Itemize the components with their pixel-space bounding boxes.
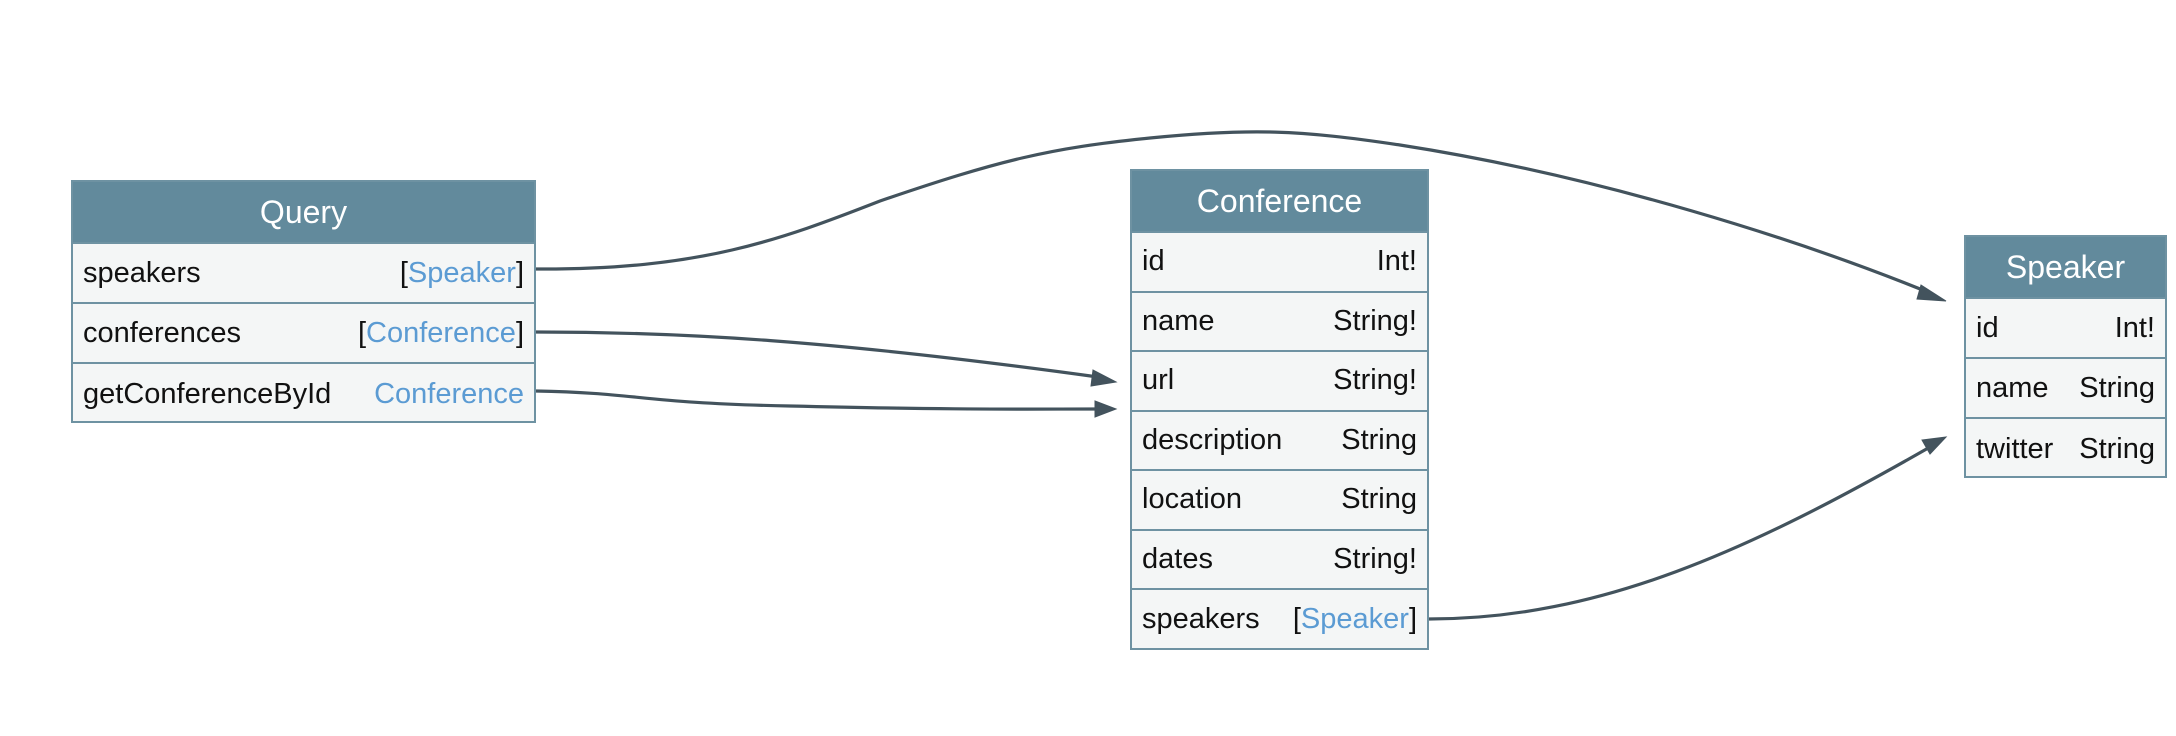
type-link-conference[interactable]: Conference [374, 377, 524, 410]
field-type: String! [1333, 542, 1417, 575]
conference-type-node[interactable]: Conference id Int! name String! url Stri… [1130, 169, 1429, 650]
query-type-title: Query [73, 182, 534, 244]
edge-query-conferences-to-conference [535, 330, 1099, 379]
list-open-bracket: [ [1292, 603, 1301, 636]
field-name: location [1142, 483, 1242, 516]
speaker-type-title: Speaker [1966, 237, 2165, 299]
field-type: String [1341, 483, 1417, 516]
arrowhead-query-getconferencebyid [1094, 400, 1118, 418]
field-name: name [1142, 304, 1215, 337]
field-type: Int! [2114, 311, 2155, 344]
edge-conference-speakers-to-speaker [1428, 445, 1931, 621]
conference-field-speakers[interactable]: speakers [Speaker] [1132, 590, 1427, 650]
speaker-field-id[interactable]: id Int! [1966, 299, 2165, 359]
conference-field-url[interactable]: url String! [1132, 352, 1427, 412]
field-name: conferences [83, 316, 241, 349]
arrowhead-query-speakers [1916, 284, 1947, 302]
field-name: twitter [1976, 432, 2054, 465]
speaker-field-name[interactable]: name String [1966, 359, 2165, 419]
query-field-conferences[interactable]: conferences [Conference] [73, 304, 534, 364]
field-type: String! [1333, 364, 1417, 397]
field-type: [Speaker] [1293, 603, 1427, 636]
edge-query-getconferencebyid-to-conference [535, 389, 1099, 411]
conference-field-description[interactable]: description String [1132, 412, 1427, 471]
list-open-bracket: [ [357, 316, 366, 349]
field-type: String [2079, 371, 2155, 404]
query-type-node[interactable]: Query speakers [Speaker] conferences [Co… [71, 180, 536, 423]
edge-query-speakers-to-speaker [535, 130, 1931, 295]
field-type: Int! [1376, 245, 1417, 278]
query-field-getconferencebyid[interactable]: getConferenceById Conference [73, 364, 534, 424]
field-name: id [1976, 311, 1999, 344]
type-link-speaker[interactable]: Speaker [407, 256, 516, 289]
list-close-bracket: ] [1408, 603, 1417, 636]
field-name: speakers [1142, 603, 1260, 636]
field-name: name [1976, 371, 2049, 404]
list-close-bracket: ] [515, 256, 524, 289]
field-name: id [1142, 245, 1165, 278]
field-name: description [1142, 423, 1283, 456]
conference-type-title: Conference [1132, 171, 1427, 233]
field-type: Conference [374, 378, 534, 411]
field-type: String! [1333, 304, 1417, 337]
field-type: [Conference] [358, 317, 534, 350]
field-type: String [1341, 423, 1417, 456]
arrowhead-query-conferences [1090, 369, 1118, 387]
speaker-field-twitter[interactable]: twitter String [1966, 419, 2165, 479]
field-name: getConferenceById [83, 377, 332, 410]
conference-field-dates[interactable]: dates String! [1132, 531, 1427, 590]
field-name: dates [1142, 542, 1213, 575]
speaker-type-node[interactable]: Speaker id Int! name String twitter Stri… [1964, 235, 2167, 478]
arrowhead-conference-speakers [1921, 436, 1948, 455]
query-field-speakers[interactable]: speakers [Speaker] [73, 244, 534, 304]
field-name: speakers [83, 256, 201, 289]
field-name: url [1142, 364, 1175, 397]
list-open-bracket: [ [399, 256, 408, 289]
field-type: String [2079, 432, 2155, 465]
type-link-conference[interactable]: Conference [366, 316, 516, 349]
field-type: [Speaker] [400, 257, 534, 290]
conference-field-id[interactable]: id Int! [1132, 233, 1427, 293]
conference-field-location[interactable]: location String [1132, 471, 1427, 531]
type-link-speaker[interactable]: Speaker [1300, 603, 1409, 636]
conference-field-name[interactable]: name String! [1132, 293, 1427, 352]
list-close-bracket: ] [515, 316, 524, 349]
